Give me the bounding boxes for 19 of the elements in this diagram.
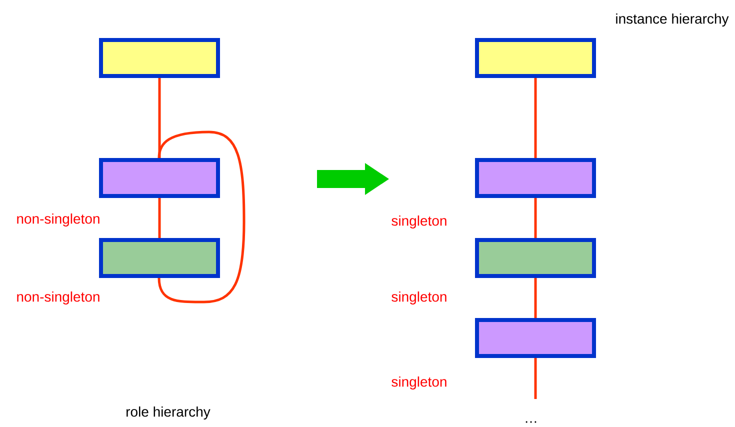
connector-line bbox=[158, 198, 161, 238]
connector-line bbox=[158, 130, 246, 304]
colored-box bbox=[475, 158, 596, 198]
connector-line bbox=[158, 78, 161, 158]
colored-box bbox=[475, 238, 596, 278]
colored-box bbox=[99, 38, 220, 78]
text-label: non-singleton bbox=[17, 213, 100, 227]
text-label: role hierarchy bbox=[126, 406, 210, 420]
text-label: singleton bbox=[392, 291, 446, 305]
text-label: singleton bbox=[392, 215, 446, 229]
text-label: … bbox=[526, 421, 536, 423]
colored-box bbox=[475, 318, 596, 358]
colored-box bbox=[99, 238, 220, 278]
colored-box bbox=[99, 158, 220, 198]
connector-line bbox=[534, 278, 537, 318]
connector-line bbox=[534, 358, 537, 399]
connector-line bbox=[534, 198, 537, 238]
connector-line bbox=[534, 78, 537, 158]
colored-box bbox=[475, 38, 596, 78]
